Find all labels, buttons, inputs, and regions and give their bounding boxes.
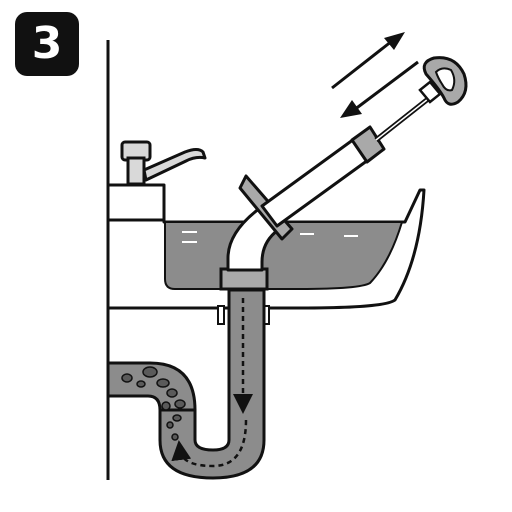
p-trap-bend	[158, 288, 266, 480]
faucet-icon	[120, 140, 207, 186]
debris-clog	[121, 366, 186, 441]
pipe-bracket-left	[217, 305, 225, 325]
pump-plunger-icon	[226, 56, 468, 272]
water-flow-arrows	[171, 298, 253, 468]
drain-collar	[219, 267, 269, 291]
step-number: 3	[31, 18, 63, 69]
push-pull-arrows-icon	[331, 32, 419, 118]
step-number-badge: 3	[15, 12, 79, 76]
water-ripples	[182, 231, 358, 243]
